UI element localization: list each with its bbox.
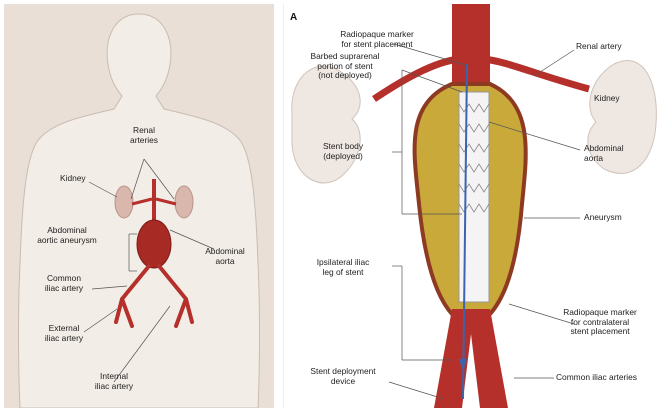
left-kidney-large (292, 66, 360, 183)
common-iliac-shapes (434, 309, 508, 408)
aneurysm-shape (137, 220, 171, 268)
label-abdominal-aorta-right: Abdominal aorta (584, 144, 624, 163)
label-abdominal-aorta-left: Abdominal aorta (200, 247, 250, 266)
label-kidney-right: Kidney (594, 94, 620, 104)
upper-aorta-shape (452, 4, 490, 84)
stent-body-shape (459, 92, 489, 302)
body-illustration-panel: Renal arteries Kidney Abdominal aortic a… (4, 4, 274, 408)
label-external-iliac-artery: External iliac artery (34, 324, 94, 343)
label-ipsilateral-leg: Ipsilateral iliac leg of stent (298, 258, 388, 277)
label-abdominal-aortic-aneurysm: Abdominal aortic aneurysm (6, 226, 128, 245)
label-radiopaque-marker-stent: Radiopaque marker for stent placement (322, 30, 432, 49)
label-barbed-suprarenal: Barbed suprarenal portion of stent (not … (290, 52, 400, 81)
label-aneurysm: Aneurysm (584, 213, 622, 223)
label-radiopaque-marker-contralateral: Radiopaque marker for contralateral sten… (546, 308, 654, 337)
body-anatomy-drawing (4, 4, 274, 408)
label-deployment-device: Stent deployment device (298, 367, 388, 386)
label-renal-artery: Renal artery (576, 42, 622, 52)
body-silhouette (19, 14, 260, 408)
label-renal-arteries: Renal arteries (122, 126, 166, 145)
stent-graft-illustration-panel: A (283, 4, 663, 408)
label-stent-body: Stent body (deployed) (302, 142, 384, 161)
right-kidney-shape (175, 186, 193, 218)
label-internal-iliac-artery: Internal iliac artery (84, 372, 144, 391)
label-common-iliac-arteries: Common iliac arteries (556, 373, 637, 383)
left-kidney-shape (115, 186, 133, 218)
label-common-iliac-artery: Common iliac artery (34, 274, 94, 293)
label-kidney-left: Kidney (60, 174, 86, 184)
